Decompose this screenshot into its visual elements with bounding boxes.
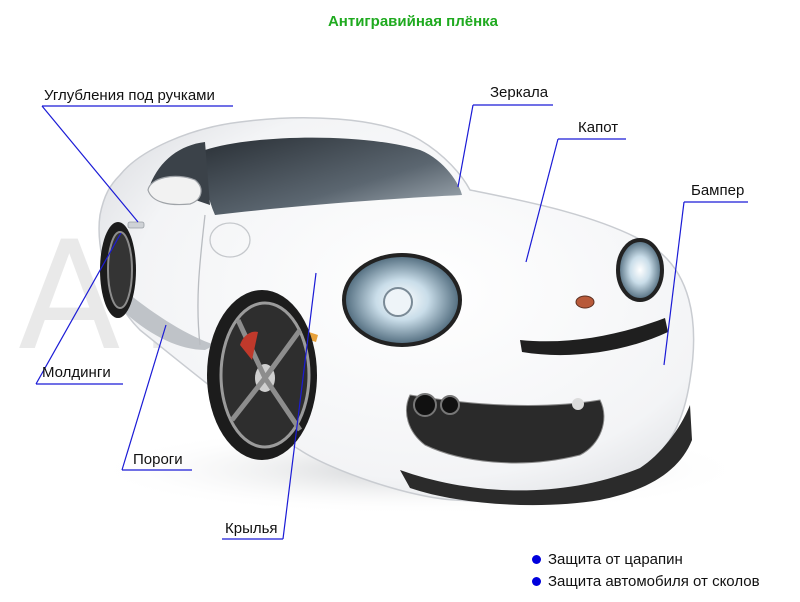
label-hood: Капот — [578, 119, 619, 136]
label-mirrors: Зеркала — [490, 84, 549, 101]
leader-moldings-pointer — [35, 232, 122, 385]
leader-hood-pointer — [525, 138, 559, 263]
leader-door-handles-pointer — [41, 105, 139, 223]
rear-wheel — [100, 222, 136, 318]
legend: Защита от царапин Защита автомобиля от с… — [532, 548, 760, 592]
leader-lines — [35, 104, 748, 540]
leader-mirrors-pointer — [457, 104, 474, 188]
label-moldings: Молдинги — [42, 364, 111, 381]
leader-sills-pointer — [121, 324, 167, 471]
legend-item-label: Защита от царапин — [548, 550, 683, 568]
label-bumper: Бампер — [691, 182, 745, 199]
leader-fenders-pointer — [282, 272, 317, 540]
page-title: Антигравийная плёнка — [327, 13, 499, 30]
front-wheel — [207, 290, 317, 460]
bullet-icon — [532, 554, 541, 564]
legend-item: Защита автомобиля от сколов — [532, 570, 760, 592]
label-door-handles: Углубления под ручками — [44, 87, 215, 104]
leader-bumper-pointer — [663, 201, 685, 366]
label-sills: Пороги — [133, 451, 183, 468]
legend-item-label: Защита автомобиля от сколов — [548, 572, 760, 590]
legend-item: Защита от царапин — [532, 548, 760, 570]
bullet-icon — [532, 576, 541, 586]
label-fenders: Крылья — [225, 520, 278, 537]
